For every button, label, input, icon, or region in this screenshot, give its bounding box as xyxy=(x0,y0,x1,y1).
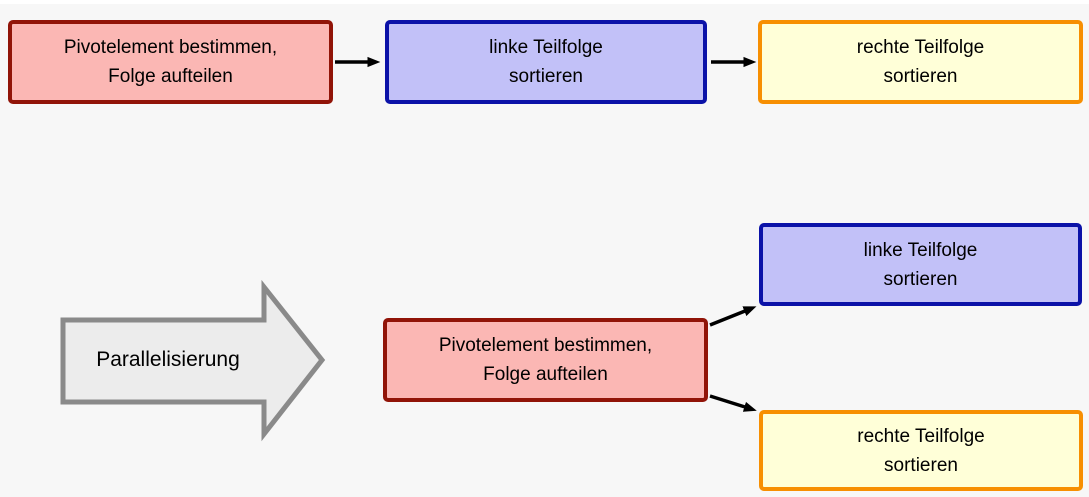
sequential-right-subsequence-node: rechte Teilfolge sortieren xyxy=(758,20,1083,104)
arrow-par-pivot-to-right xyxy=(709,394,757,412)
parallel-left-subsequence-node: linke Teilfolge sortieren xyxy=(759,223,1082,306)
parallelization-arrow-label: Parallelisierung xyxy=(96,348,240,371)
top-edge-strip xyxy=(0,0,1089,4)
parallel-right-subsequence-node: rechte Teilfolge sortieren xyxy=(759,410,1083,491)
sequential-left-subsequence-node: linke Teilfolge sortieren xyxy=(385,20,707,104)
parallel-pivot-node: Pivotelement bestimmen, Folge aufteilen xyxy=(383,318,708,402)
arrow-par-pivot-to-left xyxy=(709,306,757,327)
sequential-pivot-node: Pivotelement bestimmen, Folge aufteilen xyxy=(8,20,333,104)
